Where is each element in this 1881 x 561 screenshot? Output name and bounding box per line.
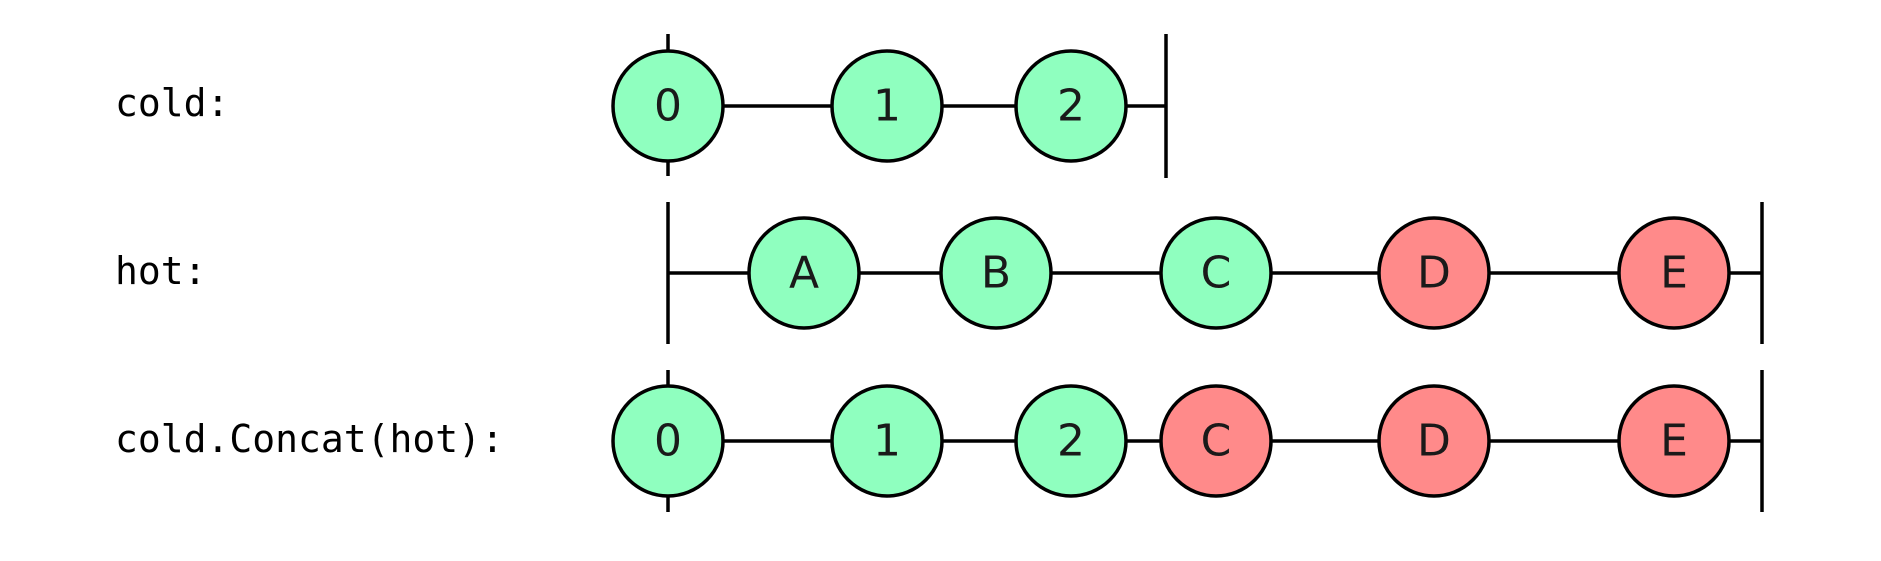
marble-label: 1 bbox=[873, 416, 901, 467]
marble-label: D bbox=[1417, 416, 1451, 467]
row-label-cold: cold: bbox=[115, 81, 229, 125]
marble-label: D bbox=[1417, 248, 1451, 299]
row-label-hot: hot: bbox=[115, 249, 207, 293]
marble-label: 0 bbox=[654, 81, 682, 132]
marble-label: E bbox=[1660, 416, 1688, 467]
row-hot: hot: A B C D E bbox=[115, 202, 1764, 344]
marble: C bbox=[1159, 384, 1273, 498]
marble-circle bbox=[1617, 216, 1731, 330]
row-label-concat: cold.Concat(hot): bbox=[115, 417, 504, 461]
marble-circle bbox=[939, 216, 1053, 330]
marble: 2 bbox=[1014, 49, 1128, 163]
marble-label: E bbox=[1660, 248, 1688, 299]
marble-circle bbox=[747, 216, 861, 330]
marble-circle bbox=[830, 384, 944, 498]
marble-circle bbox=[830, 49, 944, 163]
marble: D bbox=[1377, 384, 1491, 498]
marble: 1 bbox=[830, 384, 944, 498]
row-concat: cold.Concat(hot): 0 1 2 C D E bbox=[115, 370, 1764, 512]
marble-circle bbox=[611, 49, 725, 163]
marble: 0 bbox=[611, 49, 725, 163]
marble-label: C bbox=[1201, 416, 1232, 467]
marble-circle bbox=[1014, 49, 1128, 163]
marble-circle bbox=[1159, 216, 1273, 330]
marble: 1 bbox=[830, 49, 944, 163]
marble: B bbox=[939, 216, 1053, 330]
marble-circle bbox=[1159, 384, 1273, 498]
marble: E bbox=[1617, 384, 1731, 498]
marble: D bbox=[1377, 216, 1491, 330]
marble-circle bbox=[1377, 216, 1491, 330]
marble-label: 0 bbox=[654, 416, 682, 467]
marble-label: 2 bbox=[1057, 81, 1085, 132]
marble-label: B bbox=[981, 248, 1011, 299]
marble-label: A bbox=[789, 248, 819, 299]
marble-circle bbox=[1617, 384, 1731, 498]
marble: A bbox=[747, 216, 861, 330]
marble-circle bbox=[611, 384, 725, 498]
marble-circle bbox=[1377, 384, 1491, 498]
marble: 2 bbox=[1014, 384, 1128, 498]
marble-circle bbox=[1014, 384, 1128, 498]
row-cold: cold: 0 1 2 bbox=[115, 34, 1168, 178]
marble-label: 1 bbox=[873, 81, 901, 132]
marble: E bbox=[1617, 216, 1731, 330]
marble: C bbox=[1159, 216, 1273, 330]
marble: 0 bbox=[611, 384, 725, 498]
marble-label: 2 bbox=[1057, 416, 1085, 467]
marble-label: C bbox=[1201, 248, 1232, 299]
